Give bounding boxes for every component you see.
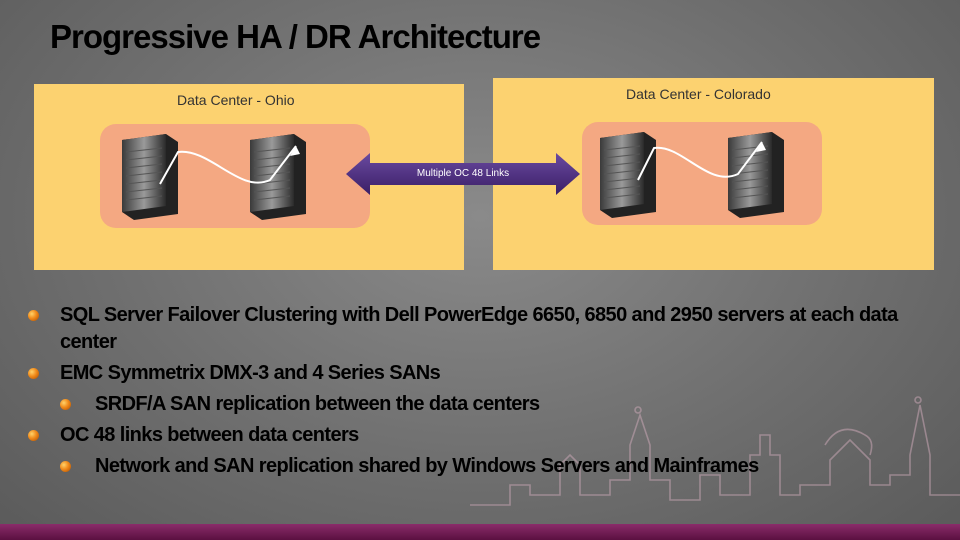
server-icon (122, 134, 178, 220)
oc48-link-arrow (346, 153, 580, 195)
bullet-icon (28, 310, 39, 321)
data-center-ohio-label: Data Center - Ohio (177, 92, 295, 108)
heartbeat-connector (159, 145, 300, 185)
server-icon (600, 132, 656, 218)
bullet-icon (28, 430, 39, 441)
server-icon (728, 132, 784, 218)
sub-bullet-item: Network and SAN replication shared by Wi… (28, 453, 928, 480)
server-cluster-ohio (100, 124, 370, 228)
sub-bullet-item: SRDF/A SAN replication between the data … (28, 391, 928, 418)
bullet-item: EMC Symmetrix DMX-3 and 4 Series SANs (28, 360, 928, 387)
data-center-colorado: Data Center - Colorado (493, 78, 934, 270)
bullet-icon (28, 368, 39, 379)
footer-band (0, 524, 960, 540)
bullet-icon (60, 399, 71, 410)
city-skyline-decoration (470, 396, 960, 506)
data-center-colorado-label: Data Center - Colorado (626, 86, 771, 102)
bullet-icon (60, 461, 71, 472)
bullet-list: SQL Server Failover Clustering with Dell… (28, 302, 928, 480)
data-center-ohio: Data Center - Ohio (34, 84, 464, 270)
bullet-item: OC 48 links between data centers (28, 422, 928, 449)
bullet-item: SQL Server Failover Clustering with Dell… (28, 302, 928, 356)
heartbeat-connector (637, 141, 766, 181)
link-label: Multiple OC 48 Links (416, 168, 510, 179)
server-cluster-colorado (582, 122, 822, 225)
slide-title: Progressive HA / DR Architecture (50, 18, 541, 55)
